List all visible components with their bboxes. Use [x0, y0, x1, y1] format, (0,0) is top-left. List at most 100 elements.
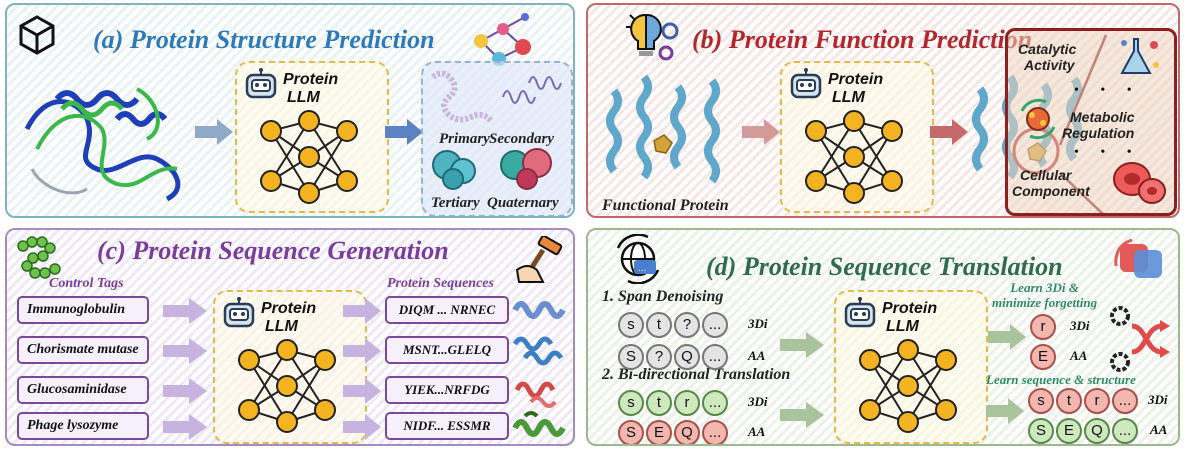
quaternary-structure-icon: [500, 148, 552, 190]
protein-thumbnail: [512, 301, 566, 319]
token: ...: [702, 344, 728, 370]
token: ...: [702, 390, 728, 416]
panel-title: (c) Protein Sequence Generation: [97, 236, 449, 265]
arrow-right-icon: [930, 119, 968, 145]
protein-sequences-header: Protein Sequences: [387, 276, 494, 291]
panel-sequence-generation: (c) Protein Sequence Generation Control …: [5, 228, 575, 446]
neural-network-icon: [859, 339, 957, 433]
panel-title: (b) Protein Function Prediction: [692, 25, 1033, 54]
token: E: [1030, 344, 1056, 370]
control-tag: Chorismate mutase: [17, 336, 149, 364]
robot-icon: [790, 68, 822, 99]
tertiary-label: Tertiary: [431, 195, 480, 211]
cube-icon: [19, 15, 55, 55]
robot-icon: [245, 68, 277, 99]
functional-protein-image: [606, 74, 720, 184]
arrow-right-icon: [780, 402, 824, 428]
secondary-structure-icon: [502, 76, 562, 104]
neural-network-icon: [238, 339, 336, 433]
token: Q: [674, 344, 700, 370]
token: ...: [1112, 388, 1138, 414]
token: t: [1056, 388, 1082, 414]
row-type-label: AA: [748, 348, 766, 363]
token: s: [1028, 388, 1054, 414]
arrow-right-icon: [163, 414, 207, 440]
cell-icon: [1113, 162, 1166, 204]
token: E: [646, 420, 672, 444]
token: ?: [646, 344, 672, 370]
neural-network-icon: [805, 110, 903, 204]
globe-translate-icon: ...: [616, 234, 660, 284]
arrow-right-icon: [343, 414, 381, 440]
token: ...: [702, 312, 728, 338]
row-type-label: 3Di: [1148, 392, 1168, 407]
token: r: [1030, 314, 1056, 340]
shuffle-gears-icon: [1110, 306, 1170, 372]
token: S: [618, 420, 644, 444]
arrow-right-icon: [385, 119, 423, 145]
protein-sequence: DIQM ... NRNEC: [385, 296, 509, 324]
protein-sequence: YIEK...NRFDG: [385, 376, 509, 404]
quaternary-label: Quaternary: [487, 195, 559, 211]
arrow-right-icon: [163, 378, 207, 404]
token: r: [674, 390, 700, 416]
protein-sequence: MSNT...GLELQ: [385, 336, 509, 364]
panel-structure-prediction: (a) Protein Structure Prediction Protein…: [5, 3, 575, 218]
functional-protein-label: Functional Protein: [602, 197, 729, 214]
primary-label: Primary: [439, 131, 490, 147]
token: ...: [702, 420, 728, 444]
neural-network-icon: [260, 110, 358, 204]
arrow-right-icon: [780, 332, 824, 358]
protein-structure-image: [24, 87, 181, 202]
row-type-label: AA: [1150, 422, 1168, 437]
arrow-right-icon: [742, 119, 780, 145]
arrow-right-icon: [195, 119, 233, 145]
learn-seq-struct-label: Learn sequence & structure: [986, 372, 1136, 387]
row-type-label: 3Di: [748, 316, 768, 331]
control-tag: Immunoglobulin: [17, 296, 149, 324]
token: ?: [674, 312, 700, 338]
app-switch-icon: [1114, 238, 1162, 278]
row-type-label: AA: [1070, 348, 1088, 363]
token: s: [618, 312, 644, 338]
protein-thumbnail: [514, 381, 557, 408]
token: r: [1084, 388, 1110, 414]
learn-3di-label: Learn 3Di &minimize forgetting: [992, 280, 1098, 310]
token: S: [1028, 418, 1054, 444]
token: Q: [1084, 418, 1110, 444]
panel-title: (d) Protein Sequence Translation: [706, 252, 1063, 281]
primary-structure-icon: [431, 70, 494, 124]
token: s: [618, 390, 644, 416]
row-type-label: 3Di: [748, 394, 768, 409]
row-type-label: AA: [748, 424, 766, 439]
arrow-right-icon: [163, 298, 207, 324]
structure-levels-box: [421, 61, 573, 216]
arrow-right-icon: [343, 338, 381, 364]
token: E: [1056, 418, 1082, 444]
idea-gear-icon: [626, 13, 679, 61]
token: t: [646, 312, 672, 338]
tertiary-structure-icon: [432, 150, 476, 190]
arrow-right-icon: [343, 378, 381, 404]
metabolism-icon: [1020, 98, 1056, 140]
svg-text:...: ...: [638, 263, 646, 274]
protein-chain-icon: [17, 236, 61, 279]
flask-icon: [1120, 38, 1159, 74]
ellipsis: • • •: [1074, 145, 1141, 160]
token: S: [618, 344, 644, 370]
arrow-right-icon: [343, 298, 381, 324]
span-denoising-label: 1. Span Denoising: [602, 288, 724, 305]
protein-thumbnail: [512, 411, 566, 437]
protein-sequence: NIDF... ESSMR: [385, 412, 509, 440]
protein-thumbnail: [512, 336, 564, 366]
panel-title: (a) Protein Structure Prediction: [93, 25, 435, 54]
arrow-right-icon: [986, 398, 1024, 424]
